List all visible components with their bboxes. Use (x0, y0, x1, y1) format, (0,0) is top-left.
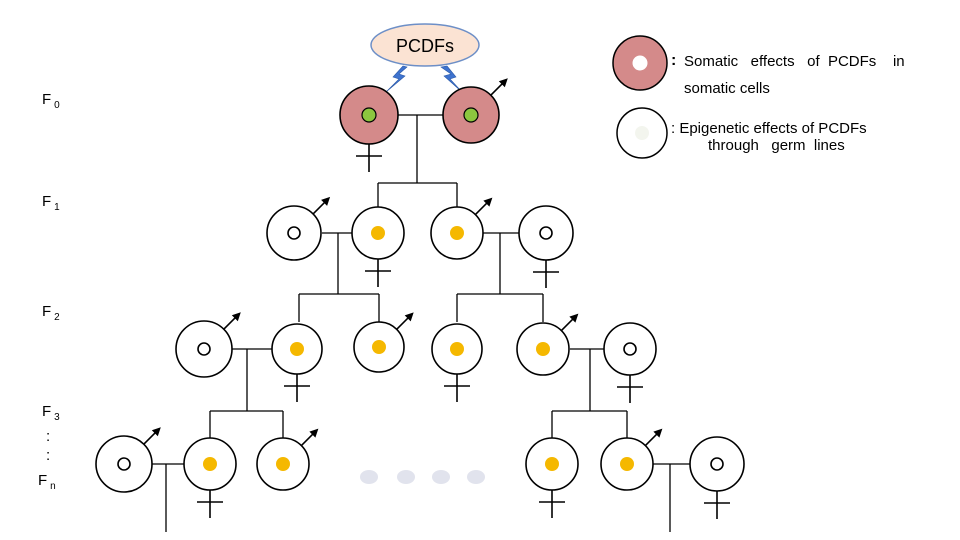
legend-epigenetic: : Epigenetic effects of PCDFs through ge… (616, 107, 867, 159)
unaffected-core (117, 457, 131, 471)
legend: : Somatic effects of PCDFs in somatic ce… (612, 35, 905, 159)
female-individual (525, 437, 579, 518)
female-individual (518, 205, 574, 288)
unaffected-core (197, 342, 211, 356)
unaffected-core (539, 226, 553, 240)
male-individual (600, 428, 663, 491)
female-individual (689, 436, 745, 519)
epigenetic-core (371, 226, 385, 240)
epigenetic-core (450, 342, 464, 356)
male-individual (430, 197, 493, 260)
lightning-bolt-icon (385, 65, 408, 93)
female-symbol (704, 491, 730, 519)
pcdfs-bubble (370, 23, 480, 67)
legend-epigenetic-line1: : Epigenetic effects of PCDFs (671, 120, 867, 137)
ellipsis-dot (397, 470, 415, 484)
continuation-dots: : (46, 428, 50, 445)
male-individual (266, 196, 331, 261)
legend-epigenetic-line2: through germ lines (708, 137, 845, 154)
female-individual (603, 322, 657, 403)
male-individual (95, 427, 161, 493)
male-individual (256, 428, 319, 491)
pcdfs-source: PCDFs (370, 23, 480, 93)
pedigree-individuals (95, 78, 745, 519)
female-symbol (617, 375, 643, 403)
ellipsis-dot (360, 470, 378, 484)
female-symbol (365, 259, 391, 287)
female-individual (431, 323, 483, 402)
female-symbol (356, 144, 382, 172)
pcdfs-label: PCDFs (396, 36, 454, 56)
legend-epigenetic-core (635, 126, 649, 140)
epigenetic-core (203, 457, 217, 471)
legend-somatic-core (632, 55, 648, 71)
epigenetic-core (450, 226, 464, 240)
unaffected-core (710, 457, 724, 471)
epigenetic-core (536, 342, 550, 356)
epigenetic-core (545, 457, 559, 471)
female-individual (351, 206, 405, 287)
ellipsis-dot (467, 470, 485, 484)
pedigree-connectors (152, 114, 690, 532)
male-individual (353, 312, 414, 373)
ellipsis-dot (432, 470, 450, 484)
male-symbol (396, 312, 414, 330)
male-individual (175, 312, 241, 378)
male-individual (442, 78, 508, 144)
legend-somatic-line1: Somatic effects of PCDFs in (684, 53, 905, 70)
female-symbol (284, 374, 310, 402)
female-symbol (539, 490, 565, 518)
epigenetic-core (620, 457, 634, 471)
lightning-bolt-icon (440, 65, 463, 93)
male-symbol (560, 313, 579, 332)
male-symbol (143, 427, 161, 445)
ellipsis-indicator (360, 470, 485, 484)
epigenetic-core (290, 342, 304, 356)
male-symbol (474, 197, 493, 216)
epigenetic-core (276, 457, 290, 471)
female-individual (271, 323, 323, 402)
continuation-dots: : (46, 447, 50, 464)
male-symbol (223, 312, 241, 330)
unaffected-core (287, 226, 301, 240)
legend-somatic-line2: somatic cells (684, 80, 770, 97)
female-individual (339, 85, 399, 172)
somatic-core (361, 107, 377, 123)
unaffected-core (623, 342, 637, 356)
male-symbol (490, 78, 508, 96)
legend-somatic-colon: : (671, 52, 676, 69)
somatic-core (463, 107, 479, 123)
female-symbol (444, 374, 470, 402)
female-individual (183, 437, 237, 518)
male-symbol (644, 428, 663, 447)
female-symbol (197, 490, 223, 518)
female-symbol (533, 260, 559, 288)
epigenetic-core (372, 340, 386, 354)
legend-somatic: : Somatic effects of PCDFs in somatic ce… (612, 35, 905, 97)
male-individual (516, 313, 579, 376)
male-symbol (312, 196, 331, 215)
male-symbol (300, 428, 319, 447)
